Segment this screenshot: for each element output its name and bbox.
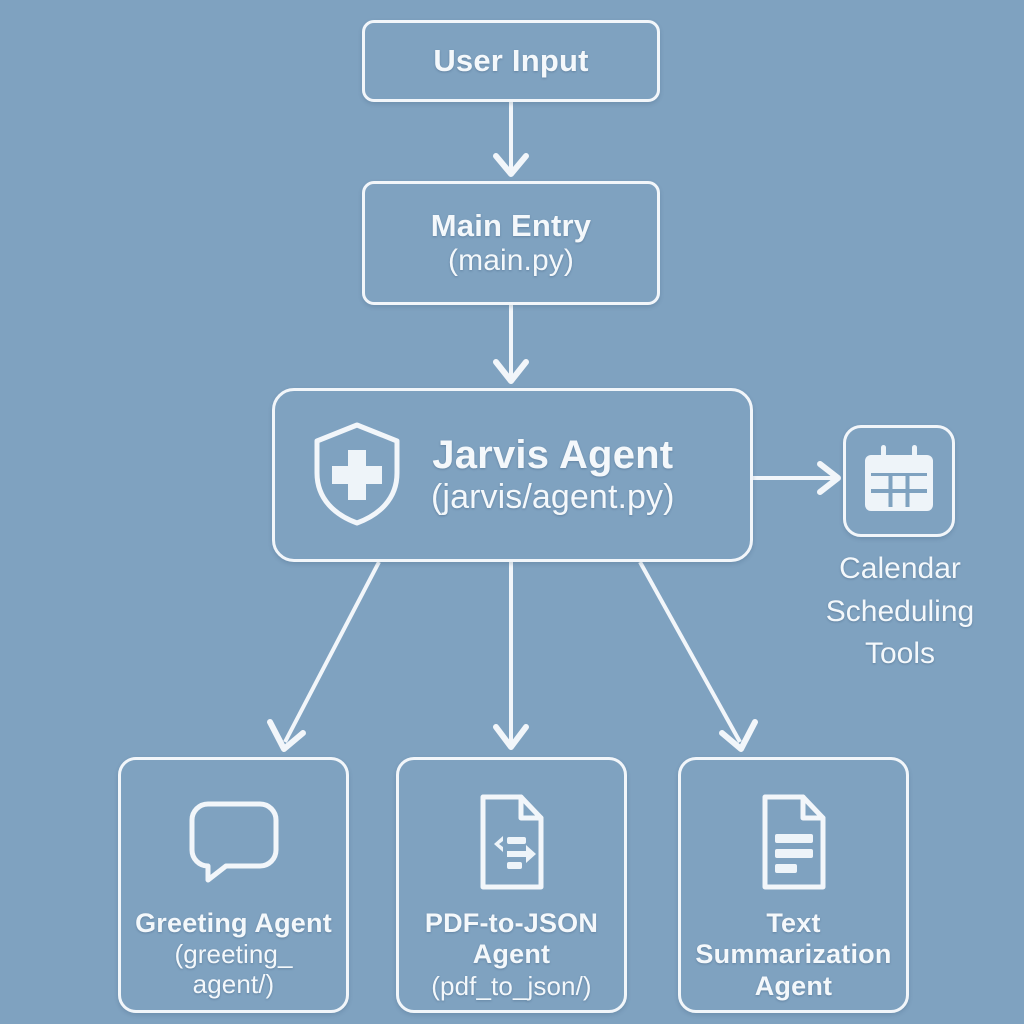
node-text-summarization-agent[interactable]: Text Summarization Agent [678, 757, 909, 1013]
edge-user-input-to-main-entry [493, 102, 529, 177]
edge-jarvis-agent-to-text-summarization [638, 561, 758, 752]
node-user-input-label: User Input [433, 43, 588, 79]
document-lines-icon [751, 790, 837, 894]
node-greeting-agent-label: Greeting Agent (greeting_ agent/) [129, 908, 338, 1000]
node-greeting-agent[interactable]: Greeting Agent (greeting_ agent/) [118, 757, 349, 1013]
document-convert-icon [469, 790, 555, 894]
edge-main-entry-to-jarvis-agent [493, 305, 529, 384]
calendar-tools-caption: Calendar Scheduling Tools [790, 548, 1010, 676]
node-jarvis-agent[interactable]: Jarvis Agent (jarvis/agent.py) [272, 388, 753, 562]
node-user-input-title: User Input [433, 43, 589, 79]
node-pdf-to-json-label: PDF-to-JSON Agent (pdf_to_json/) [419, 908, 604, 1001]
edge-jarvis-agent-to-calendar-tools [753, 461, 841, 495]
node-greeting-agent-title: Greeting Agent [135, 908, 332, 938]
node-text-summarization-title-line-2: Summarization [695, 939, 892, 970]
node-main-entry-title: Main Entry [430, 207, 592, 243]
calendar-caption-line-2: Scheduling [825, 594, 975, 628]
node-main-entry-subtitle: (main.py) [448, 243, 574, 277]
shield-plus-icon [309, 417, 405, 534]
edge-jarvis-agent-to-pdf-to-json [493, 562, 529, 750]
node-pdf-to-json-agent[interactable]: PDF-to-JSON Agent (pdf_to_json/) [396, 757, 627, 1013]
node-text-summarization-title-line-3: Agent [754, 970, 833, 1001]
calendar-icon [861, 441, 937, 522]
node-user-input[interactable]: User Input [362, 20, 660, 102]
node-text-summarization-title-line-1: Text [766, 908, 821, 938]
calendar-caption-line-1: Calendar [839, 552, 961, 585]
node-jarvis-agent-subtitle: (jarvis/agent.py) [431, 478, 675, 517]
speech-bubble-icon [186, 790, 282, 894]
node-main-entry-label: Main Entry (main.py) [431, 208, 591, 279]
node-greeting-agent-subtitle-line-2: agent/) [192, 969, 275, 1000]
node-greeting-agent-subtitle-line-1: (greeting_ [174, 939, 293, 970]
node-pdf-to-json-title-line-1: PDF-to-JSON [424, 908, 599, 938]
node-main-entry[interactable]: Main Entry (main.py) [362, 181, 660, 305]
node-pdf-to-json-subtitle: (pdf_to_json/) [431, 970, 592, 1001]
calendar-caption-line-3: Tools [864, 637, 936, 671]
node-jarvis-agent-label: Jarvis Agent (jarvis/agent.py) [431, 432, 675, 518]
edge-jarvis-agent-to-greeting-agent [267, 561, 381, 752]
node-jarvis-agent-title: Jarvis Agent [432, 433, 674, 478]
node-calendar-scheduling-tools[interactable] [843, 425, 955, 537]
node-pdf-to-json-title-line-2: Agent [472, 939, 551, 970]
node-text-summarization-label: Text Summarization Agent [689, 908, 897, 1002]
